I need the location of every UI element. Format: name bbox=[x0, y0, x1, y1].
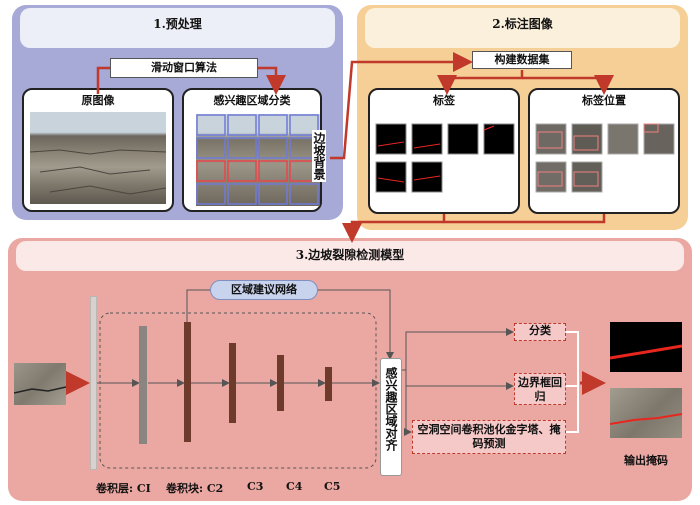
aspp-mask-box: 空洞空间卷积池化金字塔、掩码预测 bbox=[412, 420, 566, 454]
labels-label: 标签 bbox=[433, 94, 455, 107]
annotate-title: 2.标注图像 bbox=[492, 17, 553, 31]
layer-label-c1: 卷积层: CI bbox=[96, 482, 151, 495]
conv-layer-c1 bbox=[139, 326, 147, 444]
conv-block-c5 bbox=[325, 367, 332, 401]
output-mask-label: 输出掩码 bbox=[624, 454, 668, 467]
original-rock-image bbox=[30, 112, 166, 204]
rpn-box: 区域建议网络 bbox=[210, 280, 318, 300]
rpn-label: 区域建议网络 bbox=[231, 283, 297, 296]
classify-label: 分类 bbox=[529, 324, 551, 337]
build-dataset-label: 构建数据集 bbox=[494, 53, 550, 66]
build-dataset-box: 构建数据集 bbox=[472, 51, 572, 69]
output-mask-black bbox=[609, 322, 683, 372]
label-position-label: 标签位置 bbox=[582, 94, 626, 107]
label-thumbs bbox=[374, 122, 518, 210]
conv-block-c2 bbox=[184, 322, 191, 442]
roi-classify-label: 感兴趣区域分类 bbox=[213, 94, 291, 107]
sliding-window-label: 滑动窗口算法 bbox=[151, 61, 217, 74]
input-layer-bar bbox=[90, 296, 97, 470]
model-title: 3.边坡裂隙检测模型 bbox=[295, 248, 405, 262]
layer-label-c4: C4 bbox=[286, 480, 303, 493]
aspp-mask-label: 空洞空间卷积池化金字塔、掩码预测 bbox=[417, 423, 561, 450]
layer-label-c3: C3 bbox=[247, 480, 264, 493]
classify-box: 分类 bbox=[514, 323, 566, 341]
roi-align-box: 感兴趣区域对齐 bbox=[380, 358, 402, 476]
conv-block-c4 bbox=[277, 355, 284, 411]
slope-background-label: 边坡背景 bbox=[312, 130, 326, 182]
output-mask-overlay bbox=[609, 388, 683, 438]
layer-label-c2: 卷积块: C2 bbox=[166, 482, 224, 495]
preprocess-title: 1.预处理 bbox=[153, 17, 202, 31]
input-image bbox=[13, 363, 67, 405]
bbox-regression-label: 边界框回归 bbox=[518, 376, 562, 403]
layer-label-c5: C5 bbox=[324, 480, 341, 493]
label-position-thumbs bbox=[534, 122, 678, 210]
roi-grid bbox=[196, 114, 320, 206]
sliding-window-box: 滑动窗口算法 bbox=[110, 58, 258, 78]
original-image-label: 原图像 bbox=[81, 94, 115, 107]
roi-align-label: 感兴趣区域对齐 bbox=[384, 367, 398, 451]
slope-background-text: 边坡背景 bbox=[312, 132, 326, 180]
bbox-regression-box: 边界框回归 bbox=[514, 373, 566, 405]
conv-block-c3 bbox=[229, 343, 236, 423]
